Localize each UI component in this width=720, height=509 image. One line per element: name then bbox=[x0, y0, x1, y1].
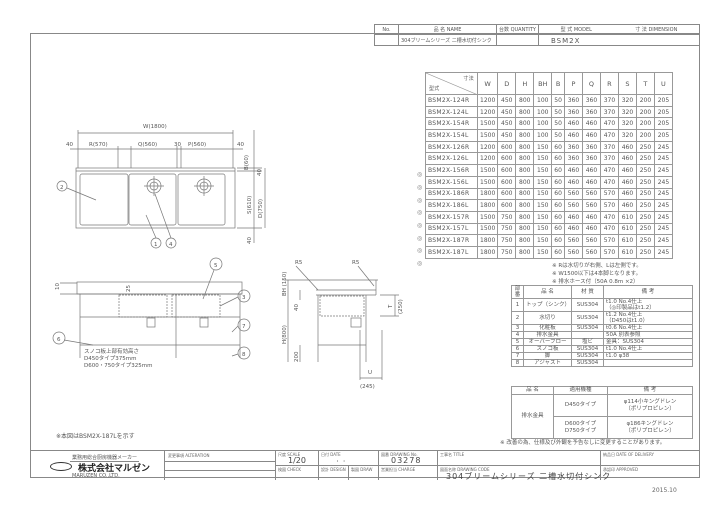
marked-icon: ◎ bbox=[417, 260, 423, 268]
svg-text:6: 6 bbox=[57, 337, 61, 343]
disclaimer: ※ 改善の為、仕様及び外観を予告なしに変更することがあります。 bbox=[500, 440, 666, 446]
title-block: 業務用総合厨房機器メーカー 株式会社マルゼン MARUZEN CO.,LTD. … bbox=[30, 450, 700, 481]
qty-label: 台数 QUANTITY bbox=[497, 25, 539, 34]
drawing-frame bbox=[30, 33, 700, 478]
dimension-label: 寸 法 DIMENSION bbox=[635, 27, 678, 33]
marked-icon: ◎ bbox=[417, 183, 423, 191]
plan-view bbox=[56, 130, 266, 249]
svg-text:D600・750タイプ325mm: D600・750タイプ325mm bbox=[84, 361, 152, 369]
svg-text:3: 3 bbox=[242, 295, 246, 301]
svg-text:40: 40 bbox=[66, 142, 73, 148]
svg-text:R(570): R(570) bbox=[89, 142, 108, 148]
svg-text:H(800): H(800) bbox=[282, 325, 288, 344]
marked-icon: ◎ bbox=[417, 171, 423, 179]
svg-text:(245): (245) bbox=[360, 384, 375, 390]
svg-text:BH (150): BH (150) bbox=[282, 272, 288, 296]
svg-text:Q(560): Q(560) bbox=[138, 142, 157, 148]
drawing-number: 03278 bbox=[391, 456, 422, 465]
svg-text:10: 10 bbox=[55, 283, 61, 290]
header-table: No. 品 名 NAME 台数 QUANTITY 型 式 MODEL 寸 法 D… bbox=[374, 24, 700, 46]
svg-text:R5: R5 bbox=[352, 260, 360, 266]
svg-text:40: 40 bbox=[237, 142, 244, 148]
marked-icon: ◎ bbox=[417, 196, 423, 204]
svg-text:B(60): B(60) bbox=[244, 155, 250, 170]
side-view bbox=[284, 265, 399, 380]
model-label: 型 式 MODEL bbox=[560, 27, 592, 33]
svg-text:R5: R5 bbox=[295, 260, 303, 266]
svg-text:2: 2 bbox=[60, 185, 64, 191]
name-label: 品 名 NAME bbox=[399, 25, 497, 34]
svg-text:スノコ板上部有効高さ: スノコ板上部有効高さ bbox=[84, 347, 139, 355]
front-view bbox=[52, 257, 251, 360]
svg-text:S(610): S(610) bbox=[247, 196, 253, 214]
marked-icon: ◎ bbox=[417, 234, 423, 242]
svg-text:W(1800): W(1800) bbox=[143, 124, 167, 130]
svg-text:D450タイプ375mm: D450タイプ375mm bbox=[84, 354, 136, 362]
corner-cell: 寸法 型式 bbox=[425, 72, 478, 95]
svg-text:8: 8 bbox=[242, 352, 246, 358]
svg-text:U: U bbox=[368, 370, 372, 376]
company-name: 株式会社マルゼン bbox=[78, 464, 151, 474]
marked-icon: ◎ bbox=[417, 209, 423, 217]
marked-icon: ◎ bbox=[417, 247, 423, 255]
svg-text:40: 40 bbox=[257, 169, 263, 176]
svg-text:T: T bbox=[388, 304, 394, 309]
svg-text:4: 4 bbox=[169, 242, 173, 248]
svg-text:5: 5 bbox=[214, 263, 218, 269]
product-name: 304ブリームシリーズ 二槽水切付シンク bbox=[399, 35, 497, 46]
drawing-note: ※本図はBSM2X-187Lを示す bbox=[56, 433, 135, 440]
marked-icon: ◎ bbox=[417, 222, 423, 229]
svg-text:40: 40 bbox=[294, 304, 300, 311]
svg-text:200: 200 bbox=[294, 351, 300, 362]
drain-table: 品 名 適用機種 備 考 排水金具 D450タイプ φ114小キングドレン（ポリ… bbox=[511, 386, 693, 439]
company-logo-icon bbox=[50, 462, 72, 471]
drawing-name: 304ブリームシリーズ 二槽水切付シンク bbox=[446, 472, 612, 481]
svg-text:1: 1 bbox=[154, 242, 158, 248]
svg-text:(250): (250) bbox=[398, 299, 404, 314]
svg-text:25: 25 bbox=[126, 285, 132, 292]
scale-value: 1/20 bbox=[288, 456, 306, 465]
revision-date: 2015.10 bbox=[652, 487, 677, 494]
svg-text:30: 30 bbox=[174, 142, 181, 148]
svg-text:40: 40 bbox=[247, 237, 253, 244]
svg-text:7: 7 bbox=[242, 324, 246, 330]
notes: ※ Rは水切りが右側、Lは左側です。 ※ W1500以下は4本脚となります。 ※… bbox=[552, 263, 642, 285]
model-value: BSM2X bbox=[551, 36, 581, 45]
no-label: No. bbox=[375, 25, 399, 34]
diagonal-line bbox=[426, 73, 478, 95]
svg-text:P(560): P(560) bbox=[188, 142, 206, 148]
svg-text:D(750): D(750) bbox=[258, 199, 264, 218]
company-block: 業務用総合厨房機器メーカー 株式会社マルゼン MARUZEN CO.,LTD. bbox=[30, 451, 165, 480]
